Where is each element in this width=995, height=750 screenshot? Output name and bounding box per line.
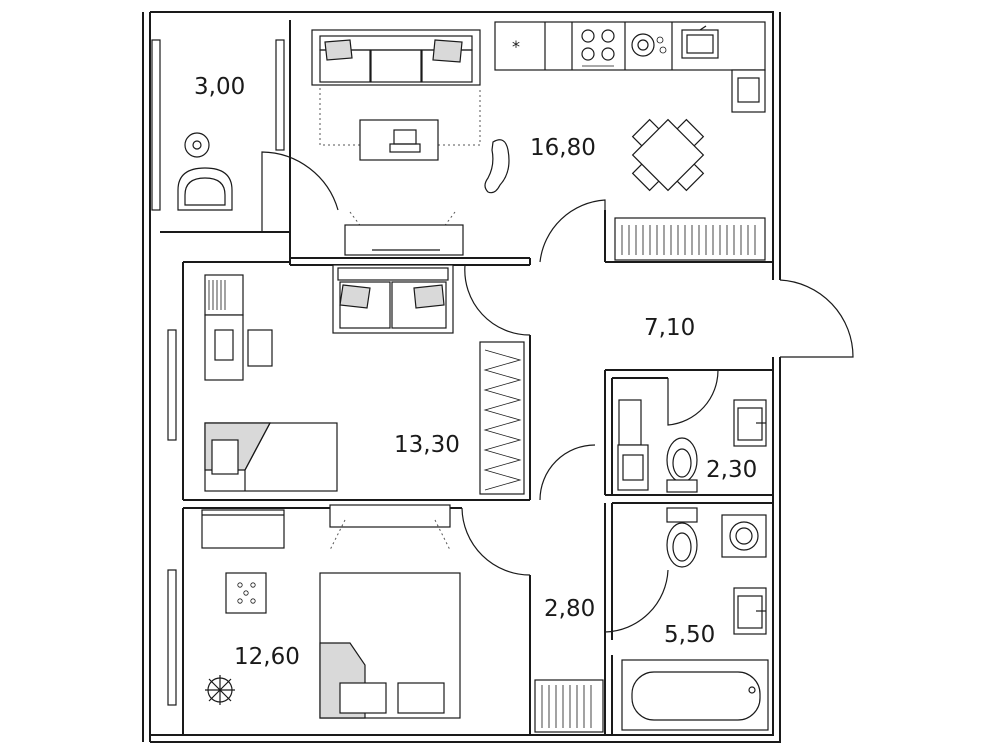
laptop-icon	[359, 119, 439, 161]
dog-icon	[484, 139, 510, 194]
plant-icon	[205, 675, 235, 705]
tv-icon	[329, 504, 451, 551]
room-label-wc: 2,30	[706, 457, 757, 483]
oven-icon	[731, 69, 766, 113]
room-label-hallway: 7,10	[644, 315, 695, 341]
sink-icon	[681, 25, 719, 59]
armchair-icon	[177, 167, 233, 211]
toilet-icon	[666, 437, 698, 493]
interior-walls	[160, 20, 773, 735]
side-table-icon	[184, 132, 210, 158]
outer-walls	[142, 11, 781, 743]
tv-icon	[344, 211, 464, 256]
wardrobe-icon	[614, 217, 766, 261]
bathroom-fixtures	[621, 507, 769, 731]
dresser-icon	[201, 509, 285, 549]
double-bed-icon	[319, 572, 461, 719]
monitor-icon	[214, 329, 234, 361]
dishwasher-icon	[631, 33, 667, 57]
bedroom-2-furniture	[201, 504, 604, 733]
room-labels: 3,00 16,80 7,10 13,30 2,30 2,80 5,50 12,…	[194, 74, 757, 670]
office-chair-icon	[247, 329, 273, 367]
living-room-furniture: *	[311, 21, 766, 261]
bookshelf-icon	[204, 274, 244, 316]
wc-fixtures	[617, 399, 767, 493]
room-label-living-kitchen: 16,80	[530, 135, 596, 161]
washing-machine-icon	[617, 444, 649, 491]
wardrobe-icon	[534, 679, 604, 733]
sofa-icon	[332, 264, 454, 334]
fridge-snowflake-icon: *	[512, 37, 520, 56]
bedroom-1-furniture	[204, 264, 525, 495]
room-label-bedroom-1: 13,30	[394, 432, 460, 458]
bed-icon	[204, 422, 338, 492]
balcony-furniture	[177, 132, 233, 211]
desk-icon	[204, 314, 244, 381]
washbasin-icon	[733, 587, 767, 635]
toilet-icon	[666, 507, 698, 568]
kitchen-counter: *	[494, 21, 766, 71]
washbasin-icon	[733, 399, 767, 447]
room-label-bedroom-2: 12,60	[234, 644, 300, 670]
dining-table-icon	[631, 118, 705, 192]
nightstand-icon	[225, 572, 267, 614]
room-label-bathroom: 5,50	[664, 622, 715, 648]
cabinet-icon	[618, 399, 642, 446]
doors	[261, 151, 854, 633]
bathtub-icon	[621, 659, 769, 731]
sofa-icon	[311, 29, 481, 86]
wardrobe-icon	[479, 341, 525, 495]
washing-machine-icon	[721, 514, 767, 558]
stove-icon	[581, 29, 615, 67]
room-label-balcony: 3,00	[194, 74, 245, 100]
room-label-corridor: 2,80	[544, 596, 595, 622]
